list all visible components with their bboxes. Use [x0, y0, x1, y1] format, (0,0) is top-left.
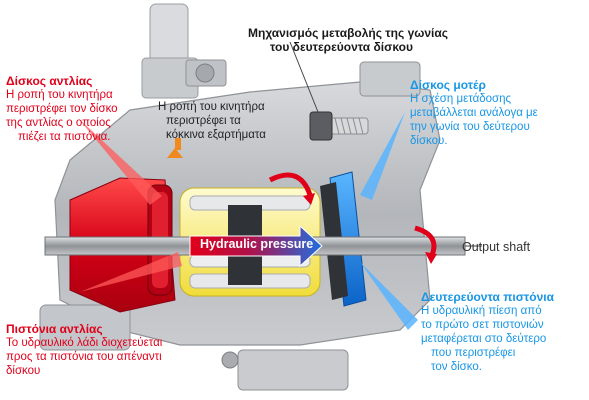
motor-torque-line1: Η ροπή του κινητήρα: [158, 101, 265, 113]
output-rotation-arrowhead-icon: [425, 252, 437, 264]
angle-mechanism-label: Μηχανισμός μεταβολής της γωνίας του δευτ…: [248, 26, 448, 54]
secondary-pistons-line4: που περιστρέφει: [431, 347, 516, 359]
motor-torque-line3: κόκκινα εξαρτήματα: [166, 129, 266, 141]
motor-disk-line2: μεταβάλλεται ανάλογα με: [410, 107, 538, 119]
pump-disk-callout: Δίσκος αντλίας Η ροπή του κινητήρα περισ…: [6, 74, 118, 144]
pump-disk-line2: περιστρέφει τον δίσκο: [6, 103, 118, 115]
pump-pistons-line2: προς τα πιστόνια του απέναντι: [6, 351, 162, 363]
motor-disk-callout: Δίσκος μοτέρ Η σχέση μετάδοσης μεταβάλλε…: [410, 78, 538, 148]
motor-disk-title: Δίσκος μοτέρ: [410, 78, 486, 92]
pump-disk-line1: Η ροπή του κινητήρα: [6, 89, 113, 101]
pump-pistons-line3: δίσκου: [6, 365, 41, 377]
secondary-pistons-line5: τον δίσκο.: [431, 361, 482, 373]
angle-mechanism-line2: του δευτερεύοντα δίσκου: [270, 40, 413, 54]
motor-torque-line2: περιστρέφει τα: [166, 115, 241, 127]
pump-arrow-indicator-icon: [167, 148, 183, 158]
top-motor-housing: [141, 3, 227, 99]
secondary-pistons-callout: Δευτερεύοντα πιστόνια Η υδραυλική πίεση …: [421, 290, 554, 374]
secondary-pistons-ray: [360, 262, 418, 330]
motor-disk-ray: [360, 112, 405, 200]
secondary-pistons-line2: το πρώτο σετ πιστονιών: [421, 319, 544, 331]
output-rotation-arrow-icon: [414, 225, 437, 256]
angle-mechanism-line1: Μηχανισμός μεταβολής της γωνίας: [248, 26, 449, 40]
angle-change-mechanism: [289, 41, 369, 141]
rotation-arrow-icon: [268, 172, 313, 196]
hydraulic-pressure-label: Hydraulic pressure: [200, 237, 314, 251]
secondary-pistons-line1: Η υδραυλική πίεση από: [421, 305, 542, 317]
output-shaft-label: Output shaft: [462, 240, 531, 254]
pump-disk-title: Δίσκος αντλίας: [6, 74, 93, 88]
pump-pistons-ray: [80, 252, 182, 292]
motor-disk-line3: την γωνία του δεύτερου: [410, 121, 530, 133]
pump-pistons-callout: Πιστόνια αντλίας Το υδραυλικό λάδι διοχε…: [6, 322, 162, 378]
pump-pistons-line1: Το υδραυλικό λάδι διοχετεύεται: [6, 337, 163, 349]
secondary-pistons-title: Δευτερεύοντα πιστόνια: [421, 290, 554, 304]
rotation-arrowhead-icon: [303, 193, 315, 205]
hydraulic-pressure-arrow: [189, 224, 323, 268]
motor-disk-line4: δίσκου.: [410, 135, 448, 147]
motor-torque-callout: Η ροπή του κινητήρα περιστρέφει τα κόκκι…: [158, 100, 266, 142]
pump-disk-ray: [78, 118, 162, 205]
pump-pistons-title: Πιστόνια αντλίας: [6, 322, 103, 336]
motor-disk-line1: Η σχέση μετάδοσης: [410, 93, 512, 105]
pump-disk-line3: της αντλίας ο οποίος: [6, 117, 111, 129]
secondary-pistons-line3: μεταφέρεται στο δεύτερο: [421, 333, 547, 345]
pump-disk-line4: πιέζει τα πιστόνια.: [18, 131, 111, 143]
